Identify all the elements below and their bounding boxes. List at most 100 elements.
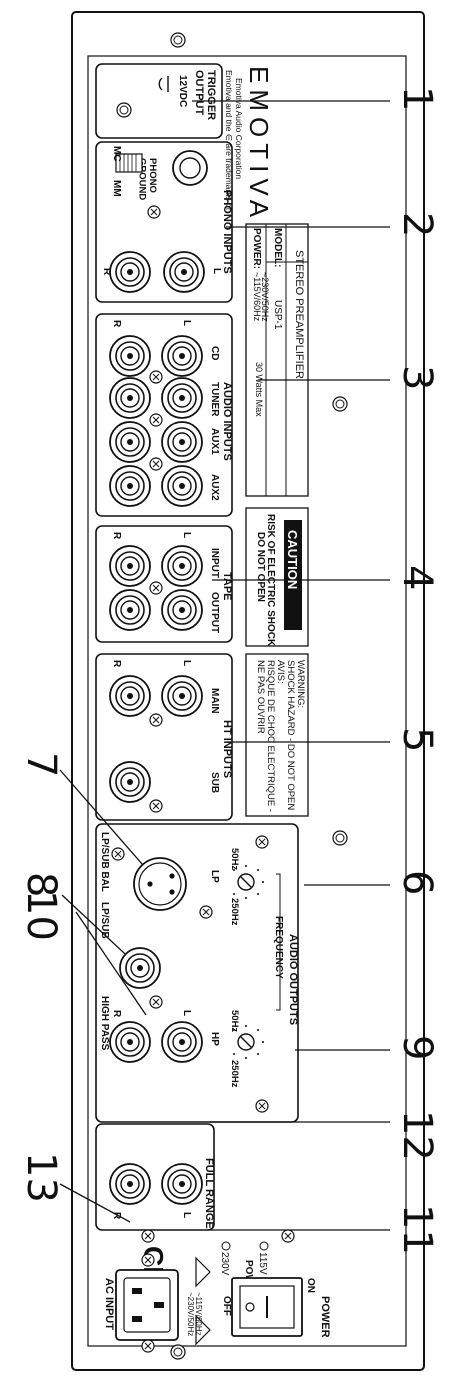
spec-watts: 30 Watts Max: [254, 362, 264, 417]
audio-inputs-left-label: L: [181, 320, 192, 326]
cd-right-jack[interactable]: [109, 335, 151, 377]
lp-sub-jack[interactable]: [119, 947, 161, 989]
mounting-hole: [332, 830, 348, 846]
tuner-left-jack[interactable]: [161, 377, 203, 419]
cd-left-jack[interactable]: [161, 335, 203, 377]
caution-block: [245, 507, 309, 647]
callout-2: 2: [394, 212, 440, 237]
ac-input-screw: [141, 1339, 155, 1353]
chassis-inner-panel: [87, 55, 407, 1347]
phono-ground-terminal[interactable]: [172, 150, 208, 186]
caution-line-2: DO NOT OPEN: [255, 532, 266, 602]
tape-input-left-jack[interactable]: [161, 545, 203, 587]
audio-outputs-screw: [255, 1099, 269, 1113]
spec-model-label: MODEL:: [272, 228, 283, 267]
callout-numbers: 1 2 3 4 5 6 7 8 9 10 11 12 13: [18, 86, 440, 1255]
voltage-230-label: 230V: [219, 1252, 230, 1276]
spec-power-line-2: ~230V/50Hz: [260, 272, 270, 322]
tape-input-right-jack[interactable]: [109, 545, 151, 587]
ac-input-iec-socket[interactable]: [115, 1269, 179, 1341]
tape-output-right-jack[interactable]: [109, 589, 151, 631]
callout-9: 9: [394, 1035, 440, 1060]
mounting-hole: [170, 32, 186, 48]
aux2-left-jack[interactable]: [161, 465, 203, 507]
ht-inputs-label: HT INPUTS: [221, 720, 233, 778]
audio-inputs-screw: [149, 457, 163, 471]
aux1-left-jack[interactable]: [161, 421, 203, 463]
power-switch-label: POWER: [319, 1296, 331, 1338]
warning-line-2: SHOCK HAZARD - DO NOT OPEN: [285, 660, 296, 810]
ht-main-label: MAIN: [209, 688, 220, 714]
voltage-115-label: 115V: [257, 1252, 268, 1275]
trademark-line-1: Emotiva and the ∈ are trademarks of: [224, 70, 234, 211]
audio-outputs-screw: [255, 835, 269, 849]
callout-12: 12: [394, 1110, 440, 1161]
lp-50hz-label: 50Hz: [229, 848, 240, 870]
phono-left-jack[interactable]: [163, 251, 205, 293]
audio-outputs-label: AUDIO OUTPUTS: [287, 934, 299, 1025]
warning-block: [245, 653, 309, 817]
callout-8: 8: [18, 872, 64, 897]
full-range-left-text: L: [181, 1212, 192, 1218]
full-range-left-jack[interactable]: [161, 1163, 203, 1205]
power-rocker-switch[interactable]: [231, 1277, 303, 1337]
phono-screw: [147, 205, 161, 219]
trigger-screw-hole: [116, 102, 132, 118]
xlr-screw: [199, 905, 213, 919]
hp-label: HP: [209, 1032, 220, 1046]
tape-input-label: INPUT: [209, 548, 220, 578]
lp-sub-bal-label: LP/SUB BAL: [99, 832, 110, 892]
phono-inputs-box: [95, 141, 233, 303]
ht-main-left-jack[interactable]: [161, 675, 203, 717]
tuner-right-jack[interactable]: [109, 377, 151, 419]
ac-input-label: AC INPUT: [103, 1278, 115, 1330]
aux1-right-jack[interactable]: [109, 421, 151, 463]
hp-250hz-label: 250Hz: [229, 1060, 240, 1088]
spec-model-value: USP-1: [272, 300, 283, 330]
hazard-triangle-icon: [195, 1314, 211, 1346]
lp-sub-bal-xlr-connector[interactable]: [133, 857, 187, 911]
tuner-label: TUNER: [209, 382, 220, 417]
ac-input-screw: [141, 1253, 155, 1267]
high-pass-right-jack[interactable]: [109, 1021, 151, 1063]
trigger-output-label: TRIGGEROUTPUT: [193, 70, 217, 120]
full-range-label: FULL RANGE: [203, 1158, 215, 1229]
mm-label: MM: [111, 180, 122, 197]
hp-left-label: L: [181, 1010, 192, 1016]
ht-sub-jack[interactable]: [109, 761, 151, 803]
lp-frequency-knob[interactable]: [233, 865, 264, 899]
mc-mm-switch[interactable]: [115, 153, 143, 173]
ac-input-rating-1: ~115V/60Hz: [194, 1292, 203, 1336]
hp-frequency-knob[interactable]: [233, 1025, 264, 1059]
warning-line-5: NE PAS OUVRIR: [255, 660, 266, 734]
mounting-hole: [170, 1344, 186, 1360]
chassis-outline: [71, 11, 425, 1371]
trigger-jack-icon[interactable]: [158, 76, 169, 92]
ht-inputs-box: [95, 653, 233, 821]
full-range-right-jack[interactable]: [109, 1163, 151, 1205]
callout-13: 13: [18, 1152, 64, 1203]
aux2-right-jack[interactable]: [109, 465, 151, 507]
callout-6: 6: [394, 870, 440, 895]
warning-line-4: RISQUE DE CHOC ELECTRIQUE -: [265, 660, 276, 812]
lp-label: LP: [209, 870, 220, 883]
high-pass-left-jack[interactable]: [161, 1021, 203, 1063]
aux1-label: AUX1: [209, 428, 220, 455]
ht-screw: [149, 713, 163, 727]
callout-1: 1: [394, 86, 440, 111]
voltage-select-indicators[interactable]: [221, 1241, 269, 1251]
audio-inputs-right-label: R: [111, 320, 122, 328]
callout-11: 11: [394, 1204, 440, 1255]
callout-7: 7: [18, 752, 64, 777]
phono-right-jack[interactable]: [109, 251, 151, 293]
spec-plate-title: STEREO PREAMPLIFIER: [293, 250, 305, 379]
tape-output-left-jack[interactable]: [161, 589, 203, 631]
warning-triangle-icon: [195, 1256, 211, 1288]
ht-main-right-jack[interactable]: [109, 675, 151, 717]
full-range-right-text: R: [111, 1212, 122, 1220]
warning-line-1: WARNING:: [295, 660, 306, 708]
tape-left-label: L: [181, 532, 192, 538]
phono-ground-label: PHONOGROUND: [137, 158, 158, 200]
audio-inputs-box: [95, 313, 233, 517]
hp-50hz-label: 50Hz: [229, 1010, 240, 1032]
